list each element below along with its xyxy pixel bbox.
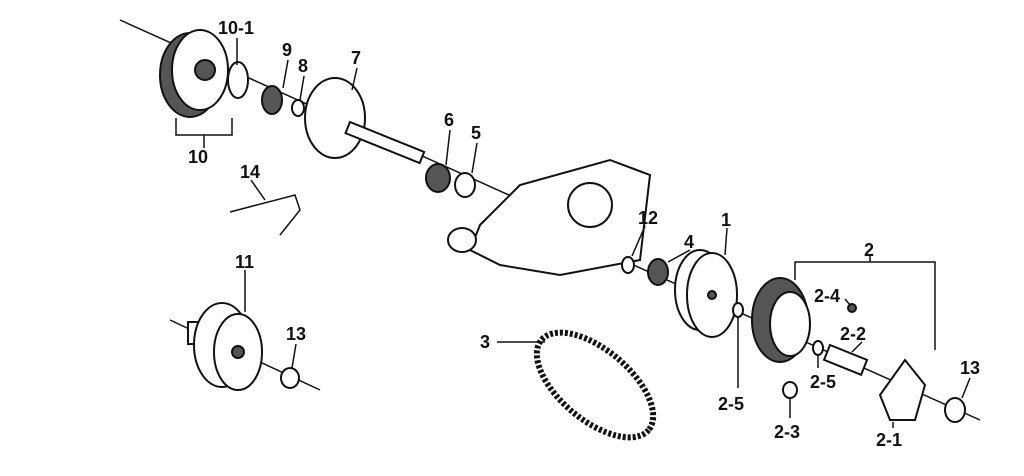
label-14: 14: [240, 162, 260, 182]
label-2-3: 2-3: [774, 422, 800, 442]
label-2-2: 2-2: [840, 324, 866, 344]
part-movable-drive-2: [751, 277, 811, 363]
label-9: 9: [282, 40, 292, 60]
part-clutch-outer-7: [304, 77, 426, 165]
part-bearing-6: [425, 163, 451, 193]
label-13-right: 13: [960, 358, 980, 378]
label-8: 8: [298, 56, 308, 76]
part-pulley-11: [187, 302, 263, 391]
label-7: 7: [351, 48, 361, 68]
crankcase-boss: [447, 227, 477, 253]
part-washer-10-1: [227, 61, 249, 99]
part-roller-2-4: [847, 303, 857, 313]
part-slider-2-3: [782, 381, 798, 399]
label-2-5-left: 2-5: [718, 394, 744, 414]
part-washer-2-5a: [732, 302, 744, 318]
label-2: 2: [864, 240, 874, 260]
label-2-5-right: 2-5: [810, 372, 836, 392]
crankcase-bearing-boss: [567, 182, 613, 228]
label-2-4: 2-4: [814, 286, 840, 306]
part-washer-2-5b: [812, 340, 824, 356]
label-10-1: 10-1: [218, 18, 254, 38]
label-4: 4: [684, 232, 694, 252]
part-oring-12: [621, 256, 635, 274]
part-seal-5: [454, 172, 476, 198]
part-nut-13a: [280, 367, 300, 389]
label-2-1: 2-1: [876, 430, 902, 450]
part-ramp-plate-2-1: [878, 358, 927, 421]
label-11: 11: [235, 252, 254, 272]
part-clip-14: [229, 194, 301, 236]
part-crankcase-cover: [468, 158, 652, 277]
label-10: 10: [188, 147, 208, 167]
label-6: 6: [444, 110, 454, 130]
part-bearing-4: [647, 258, 669, 286]
part-drive-face-1: [674, 249, 738, 338]
part-collar-2-2: [822, 343, 869, 377]
part-drive-belt-3: [533, 329, 657, 441]
label-3: 3: [480, 332, 490, 352]
part-nut-13b: [944, 397, 966, 423]
label-12: 12: [638, 208, 658, 228]
part-clutch-assembly: [159, 29, 229, 118]
part-nut-8: [291, 99, 305, 117]
label-13-left: 13: [286, 324, 306, 344]
label-1: 1: [721, 210, 731, 230]
part-bearing-9: [261, 85, 283, 115]
leader-lines: [175, 38, 971, 428]
label-5: 5: [471, 123, 481, 143]
